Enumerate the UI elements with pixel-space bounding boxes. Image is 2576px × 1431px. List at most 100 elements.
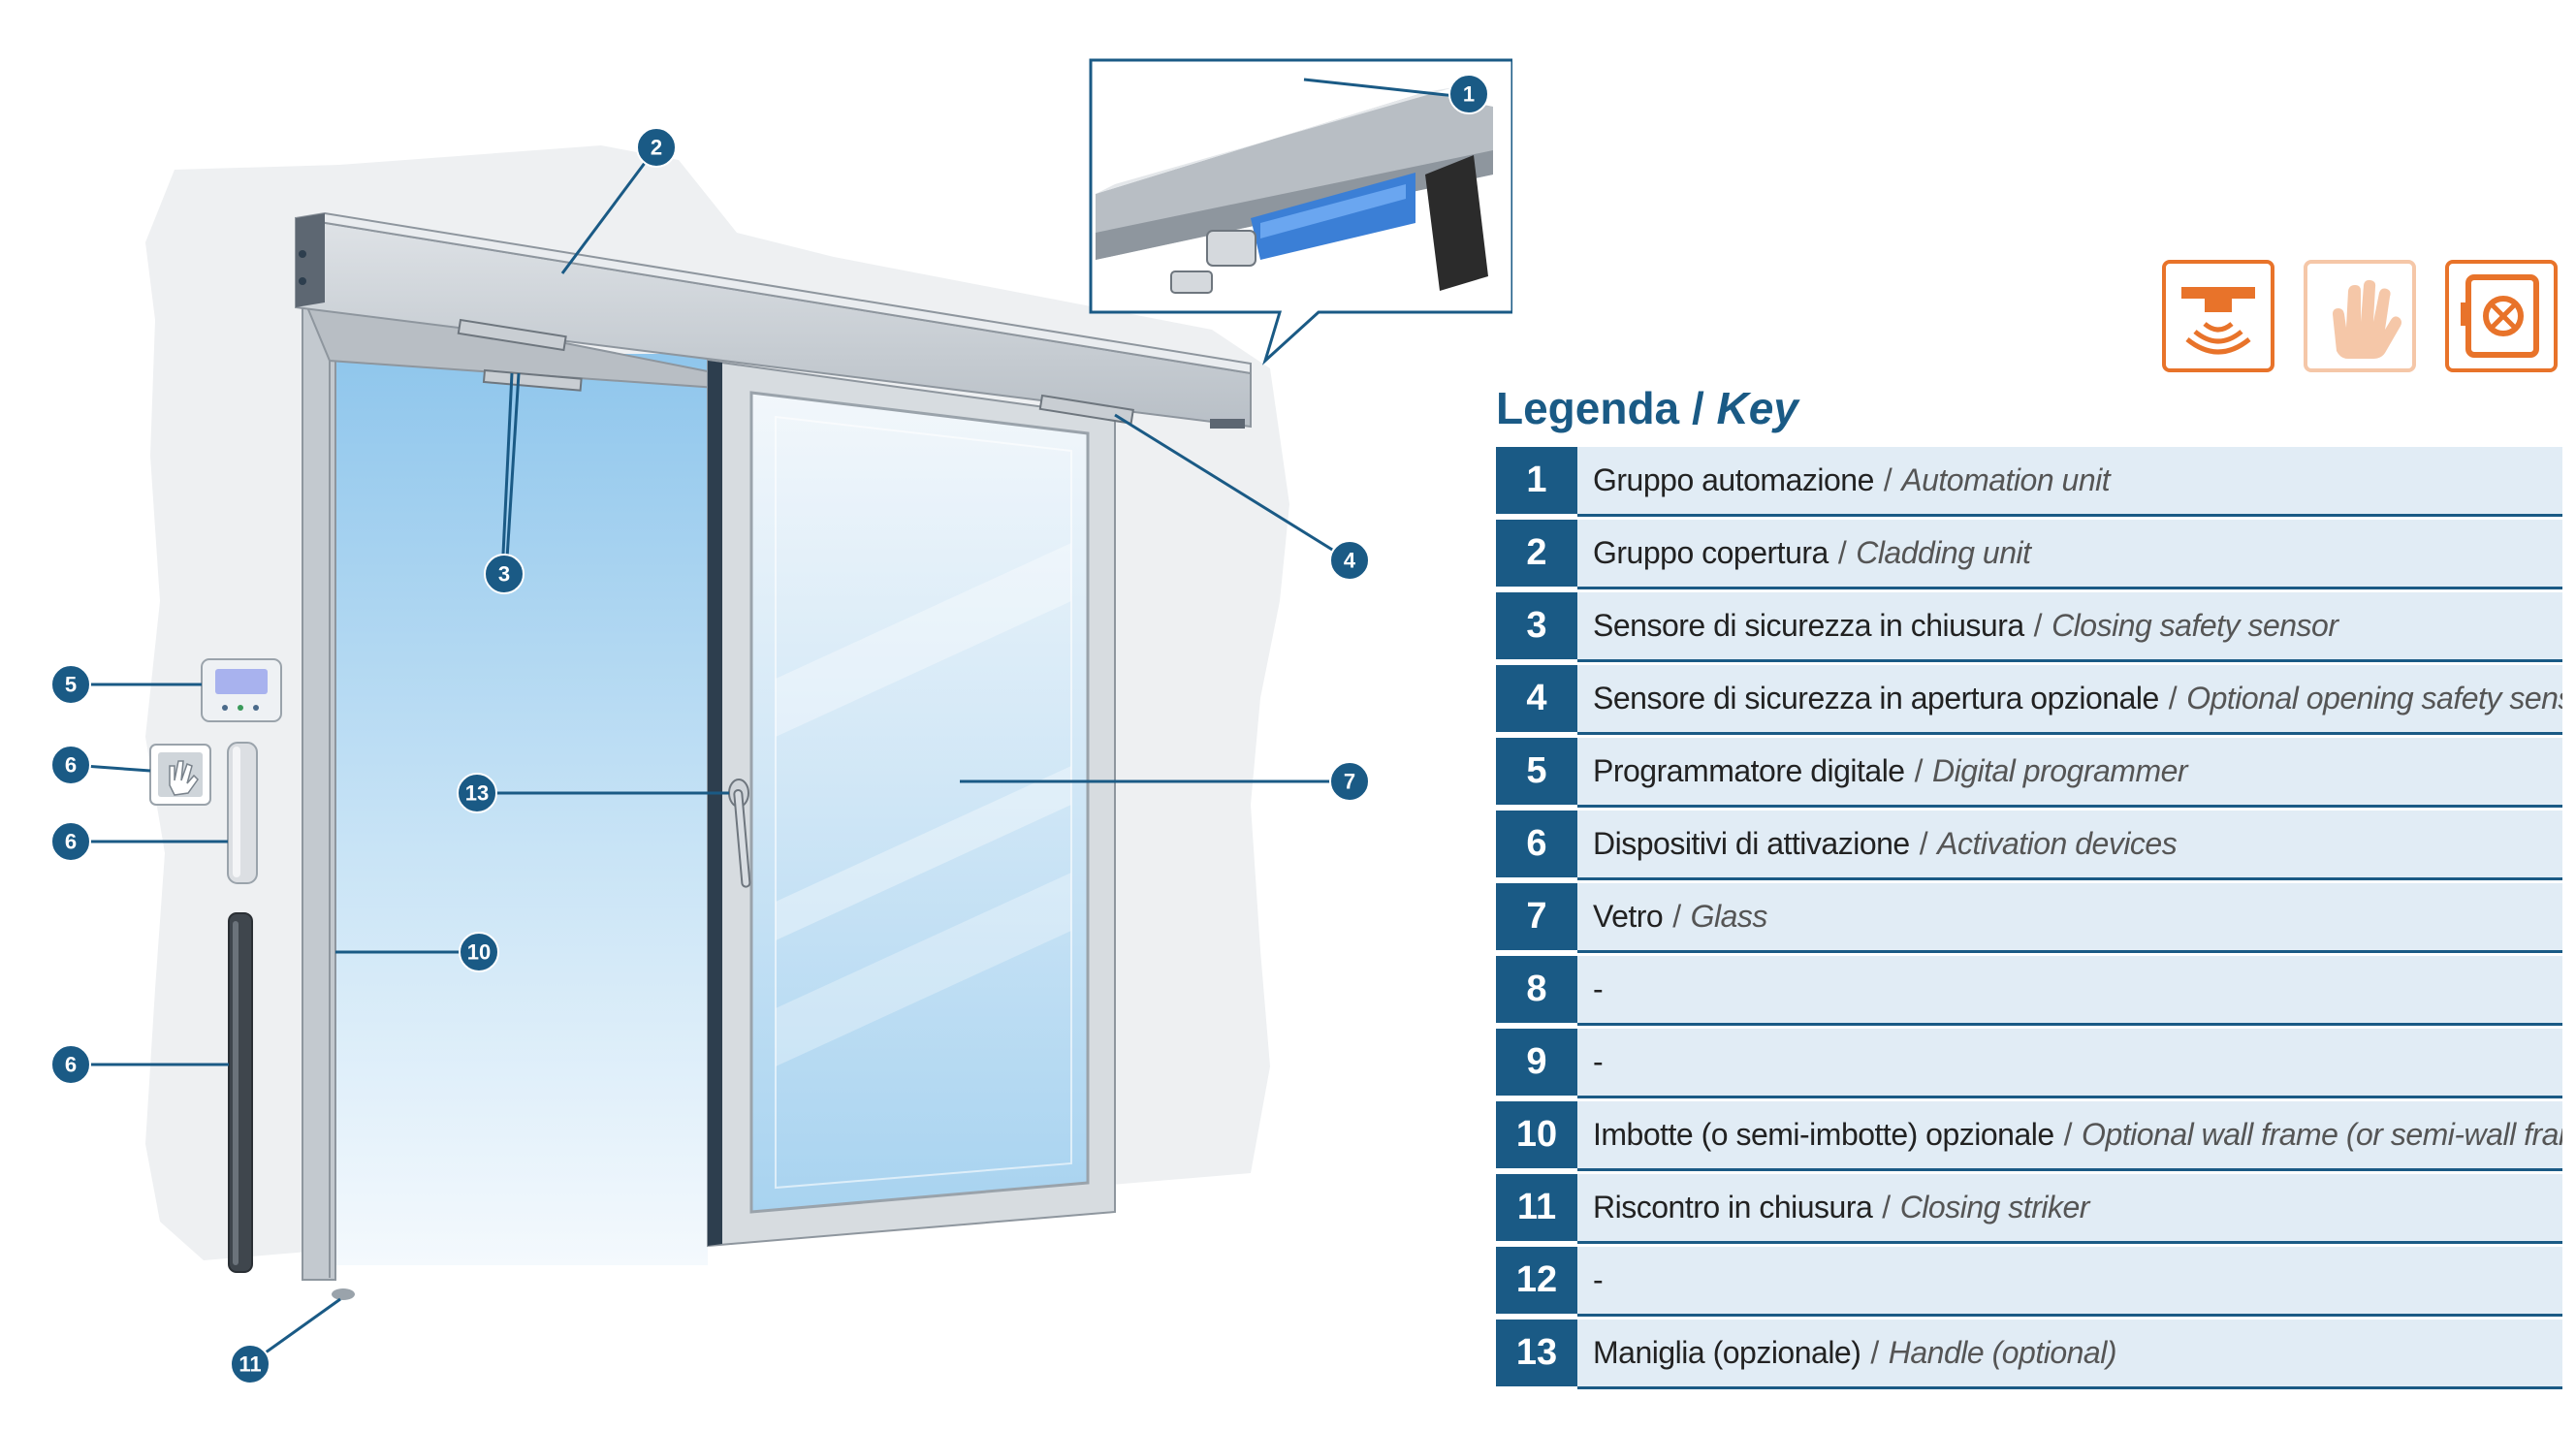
legend: Legenda / Key 1 Gruppo automazione / Automa… <box>1496 381 2562 1392</box>
legend-it: - <box>1593 1262 1604 1297</box>
legend-title: Legenda / Key <box>1496 381 2562 435</box>
callout-4: 4 <box>1329 540 1370 581</box>
legend-row: 2 Gruppo copertura/ Cladding unit <box>1496 520 2562 589</box>
legend-row: 5 Programmatore digitale /Digital programm… <box>1496 738 2562 808</box>
leaf-glass <box>749 391 1090 1214</box>
legend-en: Optional wall frame (or semi-wall frame) <box>2082 1117 2562 1152</box>
svg-text:6: 6 <box>65 830 77 854</box>
fixed-glass <box>330 354 708 1265</box>
legend-it: Gruppo automazione <box>1593 462 1874 497</box>
safe-lock-icon <box>2445 260 2558 372</box>
legend-sep: / <box>2168 681 2178 716</box>
legend-num: 12 <box>1496 1247 1577 1317</box>
closing-sensor-top <box>457 318 567 352</box>
legend-sep: / <box>1919 826 1928 861</box>
svg-text:5: 5 <box>65 673 77 697</box>
legend-row: 8- <box>1496 956 2562 1026</box>
legend-row: 1 Gruppo automazione / Automation unit <box>1496 447 2562 517</box>
callout-layer: 1 2 3 4 5 6 6 6 7 10 11 13 <box>50 74 1489 1384</box>
callout-3: 3 <box>484 554 525 594</box>
hand-button <box>149 744 211 806</box>
legend-sep: / <box>1914 753 1924 788</box>
radar-sensor-icon <box>2162 260 2274 372</box>
legend-num: 5 <box>1496 738 1577 808</box>
legend-sep: / <box>1883 462 1892 497</box>
legend-title-en: Key <box>1716 383 1798 433</box>
legend-desc: Dispositivi di attivazione/Activation de… <box>1577 811 2562 880</box>
legend-num: 9 <box>1496 1029 1577 1098</box>
svg-text:2: 2 <box>651 136 662 160</box>
legend-en: Glass <box>1690 899 1768 934</box>
legend-title-it: Legenda <box>1496 383 1680 433</box>
legend-num: 2 <box>1496 520 1577 589</box>
legend-desc: Imbotte (o semi-imbotte) opzionale/Optio… <box>1577 1101 2562 1171</box>
legend-num: 7 <box>1496 883 1577 953</box>
legend-en: Closing safety sensor <box>2051 608 2338 643</box>
legend-it: Gruppo copertura <box>1593 535 1829 570</box>
legend-it: Programmatore digitale <box>1593 753 1905 788</box>
svg-text:7: 7 <box>1344 770 1355 794</box>
legend-rows: 1 Gruppo automazione / Automation unit 2 Gru… <box>1496 447 2562 1389</box>
legend-it: Vetro <box>1593 899 1664 934</box>
legend-en: Activation devices <box>1937 826 2178 861</box>
legend-it: - <box>1593 971 1604 1006</box>
svg-text:13: 13 <box>465 781 489 806</box>
leader-lines <box>70 78 1465 1364</box>
legend-en: Automation unit <box>1901 462 2111 497</box>
handle <box>728 779 751 888</box>
legend-it: Sensore di sicurezza in chiusura <box>1593 608 2024 643</box>
legend-num: 11 <box>1496 1174 1577 1244</box>
svg-text:6: 6 <box>65 1053 77 1077</box>
legend-desc: - <box>1577 1247 2562 1317</box>
callout-1: 1 <box>1448 74 1489 114</box>
svg-text:10: 10 <box>467 940 491 965</box>
legend-num: 4 <box>1496 665 1577 735</box>
callout-2: 2 <box>636 127 677 168</box>
opening-sensor <box>1038 394 1134 425</box>
legend-en: Optional opening safety sensor <box>2186 681 2562 716</box>
svg-text:4: 4 <box>1344 549 1356 573</box>
door-diagram <box>70 58 1512 1364</box>
callout-11: 11 <box>230 1344 270 1384</box>
legend-title-sep: / <box>1691 383 1704 433</box>
legend-num: 6 <box>1496 811 1577 880</box>
legend-sep: / <box>1672 899 1681 934</box>
callout-6c: 6 <box>50 1044 91 1085</box>
legend-desc: - <box>1577 956 2562 1026</box>
legend-row: 12- <box>1496 1247 2562 1317</box>
callout-13: 13 <box>457 773 497 813</box>
legend-en: Cladding unit <box>1856 535 2031 570</box>
legend-desc: Sensore di sicurezza in apertura opziona… <box>1577 665 2562 735</box>
callout-10: 10 <box>459 932 499 972</box>
svg-text:3: 3 <box>498 562 510 587</box>
legend-row: 9- <box>1496 1029 2562 1098</box>
legend-desc: Maniglia (opzionale)/Handle (optional) <box>1577 1320 2562 1389</box>
callout-6a: 6 <box>50 745 91 785</box>
legend-it: Sensore di sicurezza in apertura opziona… <box>1593 681 2159 716</box>
svg-text:6: 6 <box>65 753 77 778</box>
callout-5: 5 <box>50 664 91 705</box>
legend-en: Digital programmer <box>1931 753 2188 788</box>
legend-num: 1 <box>1496 447 1577 517</box>
legend-desc: Vetro/ Glass <box>1577 883 2562 953</box>
legend-num: 3 <box>1496 592 1577 662</box>
legend-num: 13 <box>1496 1320 1577 1389</box>
legend-en: Closing striker <box>1899 1190 2090 1224</box>
legend-desc: Riscontro in chiusura/Closing striker <box>1577 1174 2562 1244</box>
legend-it: Imbotte (o semi-imbotte) opzionale <box>1593 1117 2054 1152</box>
digital-programmer <box>201 658 282 722</box>
legend-sep: / <box>1882 1190 1891 1224</box>
legend-desc: Programmatore digitale /Digital programme… <box>1577 738 2562 808</box>
svg-text:1: 1 <box>1463 82 1475 107</box>
legend-en: Handle (optional) <box>1888 1335 2117 1370</box>
legend-sep: / <box>1870 1335 1879 1370</box>
legend-num: 10 <box>1496 1101 1577 1171</box>
legend-desc: Sensore di sicurezza in chiusura/Closing… <box>1577 592 2562 662</box>
hand-touch-icon <box>2304 260 2416 372</box>
legend-sep: / <box>1837 535 1847 570</box>
callout-7: 7 <box>1329 761 1370 802</box>
